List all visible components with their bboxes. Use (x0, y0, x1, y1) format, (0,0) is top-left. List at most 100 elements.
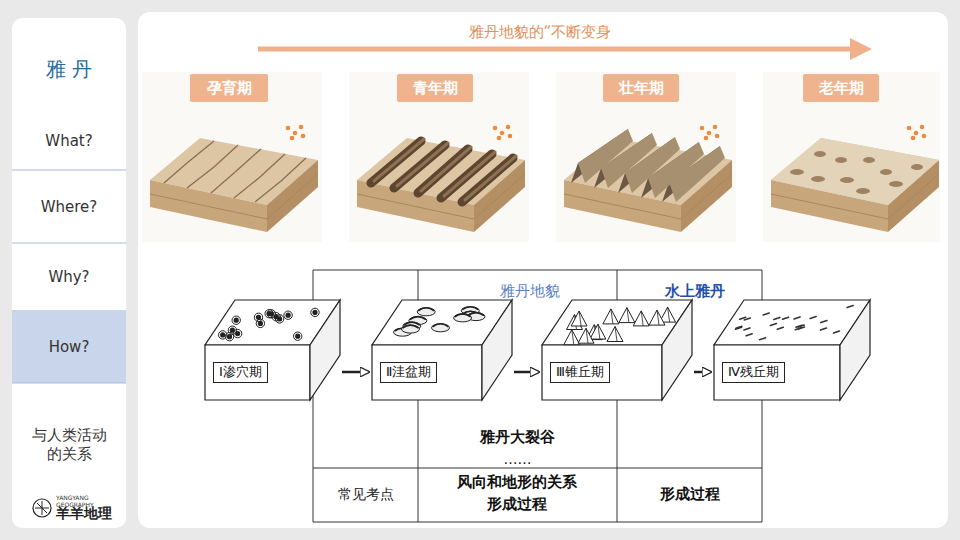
cone-shade (579, 311, 581, 326)
seep-hole (269, 311, 274, 316)
block-front (714, 345, 840, 400)
cone-hill (578, 328, 594, 343)
stage-text: 老年期 (819, 79, 864, 98)
residual-hill (736, 326, 742, 328)
cone-shade (611, 309, 613, 324)
menu-item: Where? (12, 170, 126, 243)
residual-hill (783, 317, 789, 319)
residual-hill (796, 325, 802, 327)
main-panel (138, 12, 948, 528)
residual-hill (763, 313, 769, 315)
stage-illustration (763, 72, 940, 242)
cone-hill (603, 309, 619, 324)
basin-rim (403, 325, 419, 328)
residual-hill (821, 328, 827, 330)
cone-shade (657, 310, 659, 325)
seep-hole (233, 329, 241, 337)
menu-highlight (12, 310, 126, 383)
block-side (310, 300, 340, 400)
logo-icon (33, 499, 51, 517)
basin-rim (418, 308, 434, 311)
basin-rim (468, 313, 484, 316)
stage-text: 孕育期 (207, 79, 252, 98)
cone-hill (649, 310, 665, 325)
cone-shade (586, 328, 588, 343)
menu-text: What? (45, 132, 92, 150)
stage-text: 青年期 (413, 79, 458, 98)
stage-block: Ⅰ渗穴期 (205, 300, 340, 400)
basin-rim (410, 317, 426, 320)
residual-hill (795, 328, 801, 330)
section-title: 雅丹地貌的“不断变身 (430, 23, 650, 43)
cone-shade (668, 307, 670, 322)
stage-arrow (342, 371, 369, 374)
stage-tag: 孕育期 (190, 74, 268, 102)
stage-illustration (142, 72, 322, 242)
seep-hole (256, 319, 264, 327)
stage-name: Ⅱ洼盆期 (380, 362, 437, 383)
cone-shade (615, 327, 617, 342)
seep-hole (295, 334, 300, 339)
stage-name: Ⅰ渗穴期 (213, 362, 268, 383)
residual-hill (847, 306, 853, 308)
basin (432, 324, 450, 332)
table-cell: 常见考点 (313, 484, 418, 504)
cone-hill (590, 324, 606, 339)
block-diagram (372, 300, 512, 400)
menu-text: Where? (41, 198, 98, 216)
seep-hole (286, 313, 291, 318)
cone-shade (572, 330, 574, 345)
basin-rim (455, 314, 471, 317)
seep-hole (277, 316, 282, 321)
residual-hill (760, 338, 766, 340)
seep-hole (254, 313, 262, 321)
basin (417, 308, 435, 316)
stage-arrow (694, 371, 711, 374)
stage-illustration (556, 72, 736, 242)
seep-hole (275, 315, 283, 323)
stage-block: Ⅲ锥丘期 (542, 300, 692, 400)
sidebar-title: 雅 丹 (12, 55, 126, 84)
block-side (840, 300, 870, 400)
seep-hole (234, 318, 239, 323)
table-cell: 形成过程 (617, 484, 762, 506)
stage-tag: 老年期 (803, 74, 879, 102)
residual-hill (777, 327, 783, 329)
cone-shade (641, 311, 643, 326)
basin-rim (462, 307, 478, 310)
residual-hill (810, 317, 816, 319)
residual-hill (774, 317, 780, 319)
seep-hole (232, 316, 240, 324)
cone-hill (564, 330, 580, 345)
residual-hill (770, 324, 776, 326)
table-cell: 风向和地形的关系 形成过程 (448, 472, 586, 516)
stage-name: Ⅳ残丘期 (722, 362, 785, 383)
sidebar-panel (12, 18, 126, 528)
basin-rim (433, 324, 449, 327)
cone-shade (627, 308, 629, 323)
stage-illustration (349, 72, 529, 242)
block-diagram (205, 300, 340, 400)
block-front (542, 345, 662, 400)
seep-hole (219, 331, 227, 339)
block-front (372, 345, 482, 400)
seep-hole (220, 332, 225, 337)
menu-text: Why? (48, 268, 89, 286)
menu-dividers (12, 170, 126, 383)
seep-hole (284, 311, 292, 319)
residual-hill (746, 334, 752, 336)
stage-arrow (514, 371, 539, 374)
block-front (205, 345, 310, 400)
cone-shade (598, 324, 600, 339)
seep-hole (311, 308, 319, 316)
menu-text: 与人类活动的关系 (29, 426, 109, 464)
stage-tag: 壮年期 (603, 74, 679, 102)
basin (402, 325, 420, 333)
stage-tag: 青年期 (397, 74, 473, 102)
menu-item: 与人类活动的关系 (12, 410, 126, 480)
block-diagram (714, 300, 870, 400)
seep-hole (227, 334, 232, 339)
residual-hill (821, 321, 827, 323)
